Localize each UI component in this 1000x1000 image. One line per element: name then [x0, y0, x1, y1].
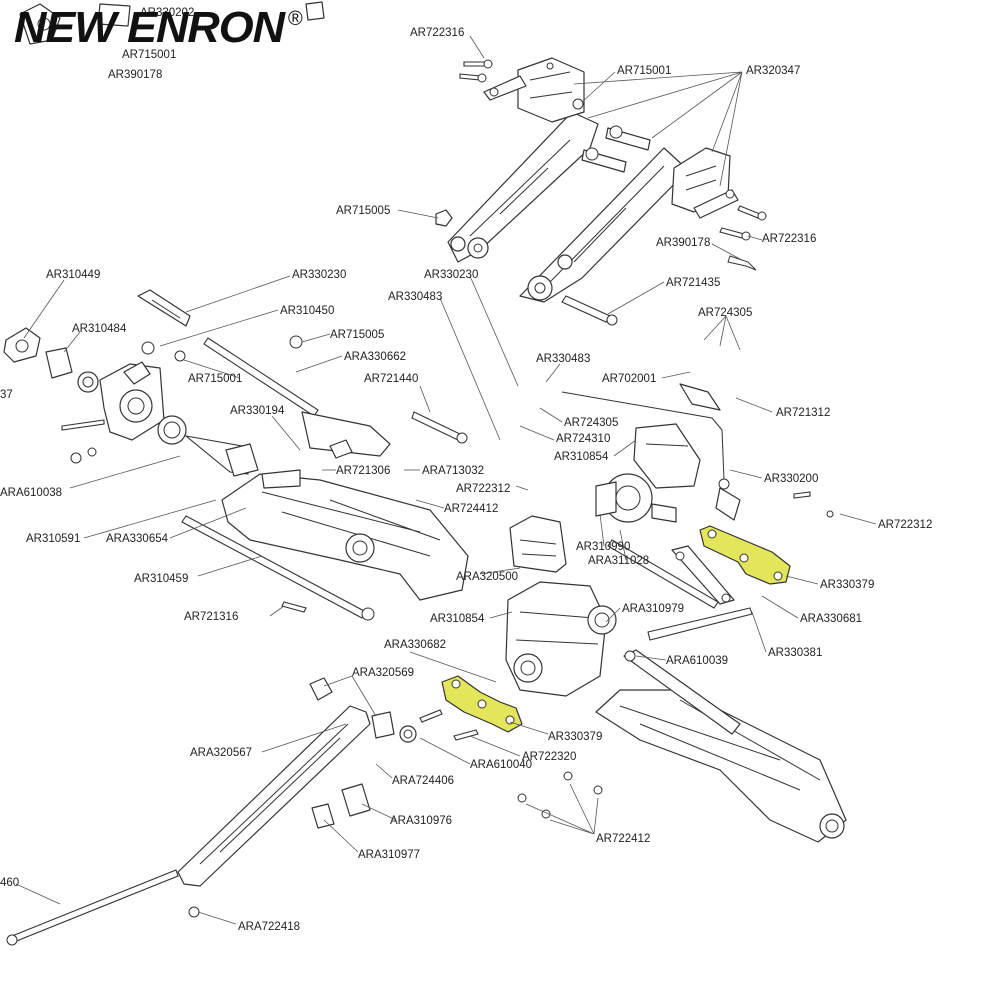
- upper-mount-right: [671, 147, 739, 219]
- label-ar715001-r: AR715001: [617, 65, 671, 77]
- label-ar310591: AR310591: [26, 533, 80, 545]
- label-ar310854-top: AR310854: [554, 451, 609, 463]
- label-ar330202: AR330202: [140, 7, 194, 19]
- label-ar330200: AR330200: [764, 473, 818, 485]
- label-ara320567: ARA320567: [190, 747, 252, 759]
- label-ar310484: AR310484: [72, 323, 127, 335]
- label-ar715005-top: AR715005: [336, 205, 390, 217]
- label-ara310976: ARA310976: [390, 815, 452, 827]
- label-ar320347: AR320347: [746, 65, 800, 77]
- label-ara330662: ARA330662: [344, 351, 406, 363]
- leader-lines: [15, 35, 877, 925]
- lower-arm-right: [595, 649, 847, 843]
- label-ara330654: ARA330654: [106, 533, 169, 545]
- label-ar721312: AR721312: [776, 407, 830, 419]
- label-ar330379-c: AR330379: [548, 731, 602, 743]
- label-ar330483-c: AR330483: [536, 353, 590, 365]
- label-ara724406: ARA724406: [392, 775, 454, 787]
- label-ar715001-m: AR715001: [188, 373, 242, 385]
- label-ar330194: AR330194: [230, 405, 285, 417]
- label-ar724310: AR724310: [556, 433, 610, 445]
- highlighted-brace-right: [699, 525, 791, 585]
- label-ar330230-c: AR330230: [424, 269, 478, 281]
- knuckle-hub-cluster: [3, 289, 191, 464]
- label-ar330483-l: AR330483: [388, 291, 442, 303]
- label-ara310977: ARA310977: [358, 849, 420, 861]
- label-ara330681: ARA330681: [800, 613, 862, 625]
- label-ar722316-top: AR722316: [410, 27, 464, 39]
- label-ar715005-m: AR715005: [330, 329, 384, 341]
- label-ar390178-r: AR390178: [656, 237, 710, 249]
- label-ar330381: AR330381: [768, 647, 822, 659]
- screws-and-nuts: [141, 59, 767, 362]
- lower-arm-left: [221, 411, 469, 601]
- label-ar702001: AR702001: [602, 373, 656, 385]
- label-ar724305-c: AR724305: [564, 417, 618, 429]
- shafts: [181, 337, 834, 641]
- label-ar721316: AR721316: [184, 611, 238, 623]
- label-ar724305-r: AR724305: [698, 307, 752, 319]
- gearbox-housing: [505, 581, 617, 697]
- label-ara610040: ARA610040: [470, 759, 532, 771]
- brand-logo: NEW ENRON: [14, 3, 285, 52]
- label-ara722418: ARA722418: [238, 921, 300, 933]
- upper-arm-assembly: [447, 111, 689, 303]
- label-ar337-partial: 37: [0, 389, 13, 401]
- label-ar721306: AR721306: [336, 465, 390, 477]
- top-left-partial-parts: [19, 1, 325, 45]
- label-ara320500: ARA320500: [456, 571, 518, 583]
- label-ar715001-top: AR715001: [122, 49, 176, 61]
- label-ara310979: ARA310979: [622, 603, 684, 615]
- label-ar722316-r: AR722316: [762, 233, 816, 245]
- label-ara610039: ARA610039: [666, 655, 728, 667]
- part-labels: AR330202 AR715001 AR390178 AR722316 AR71…: [0, 7, 932, 933]
- long-link-arm: [6, 705, 371, 946]
- label-ar390178-top: AR390178: [108, 69, 162, 81]
- label-ara311028: ARA311028: [588, 555, 649, 567]
- label-ara610038: ARA610038: [0, 487, 62, 499]
- label-ar722312-c: AR722312: [456, 483, 510, 495]
- label-ar310449: AR310449: [46, 269, 100, 281]
- label-ar310459: AR310459: [134, 573, 188, 585]
- label-ar310854-m: AR310854: [430, 613, 485, 625]
- registered-mark: ®: [288, 8, 303, 30]
- label-ar724412: AR724412: [444, 503, 498, 515]
- label-ara713032: ARA713032: [422, 465, 484, 477]
- center-bulkhead: [509, 423, 701, 573]
- bushings-lower: [188, 677, 603, 918]
- label-ar722320: AR722320: [522, 751, 576, 763]
- label-ar330230-l: AR330230: [292, 269, 346, 281]
- label-ar721435: AR721435: [666, 277, 720, 289]
- upper-mount-left: [483, 57, 585, 123]
- label-ar722412: AR722412: [596, 833, 650, 845]
- label-ara330682: ARA330682: [384, 639, 446, 651]
- label-ar721440: AR721440: [364, 373, 418, 385]
- label-ar310450: AR310450: [280, 305, 334, 317]
- highlighted-brace-left: [441, 675, 523, 733]
- sway-bar-links: [561, 383, 741, 605]
- label-ar310990: AR310990: [576, 541, 630, 553]
- label-ara320569: ARA320569: [352, 667, 414, 679]
- label-partial-460: 460: [0, 877, 19, 889]
- label-ar722312-r: AR722312: [878, 519, 932, 531]
- label-ar330379-r: AR330379: [820, 579, 874, 591]
